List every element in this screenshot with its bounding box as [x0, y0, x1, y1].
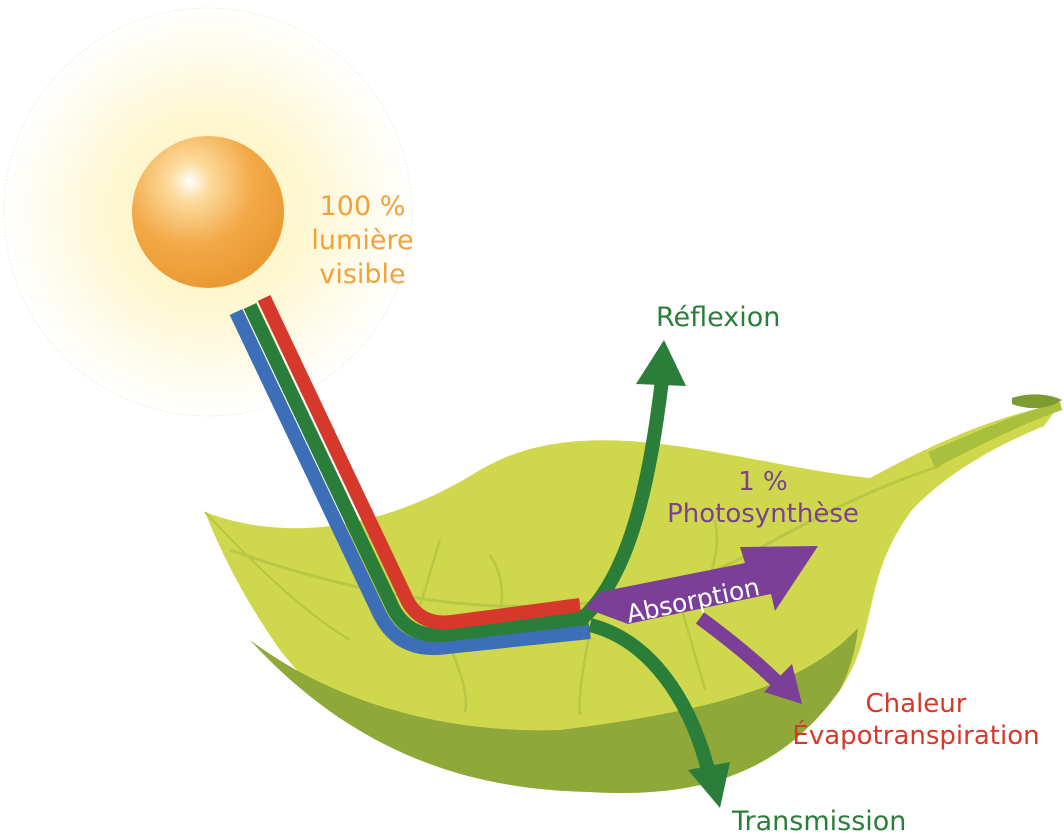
light-beam — [229, 295, 591, 656]
absorption-arrow — [585, 546, 818, 624]
heat-word: Chaleur — [865, 689, 967, 719]
transmission-arrowhead — [688, 762, 730, 808]
sun-word-2: visible — [319, 259, 406, 290]
sun-label: 100 % lumière visible — [300, 190, 425, 292]
transmission-label: Transmission — [732, 806, 907, 837]
heat-arrow — [695, 612, 785, 690]
transmission-arrow — [588, 618, 715, 772]
photosynthesis-word: Photosynthèse — [667, 499, 859, 529]
sun — [132, 136, 284, 288]
heat-label: Chaleur Évapotranspiration — [778, 688, 1054, 752]
reflection-label: Réflexion — [656, 302, 781, 333]
reflection-arrowhead — [636, 340, 686, 386]
sun-percent: 100 % — [319, 191, 406, 222]
photosynthesis-percent: 1 % — [738, 467, 788, 497]
photosynthesis-label: 1 % Photosynthèse — [658, 466, 868, 530]
sun-word-1: lumière — [311, 225, 414, 256]
evapotranspiration-word: Évapotranspiration — [792, 721, 1040, 751]
heat-arrowhead — [764, 664, 802, 704]
